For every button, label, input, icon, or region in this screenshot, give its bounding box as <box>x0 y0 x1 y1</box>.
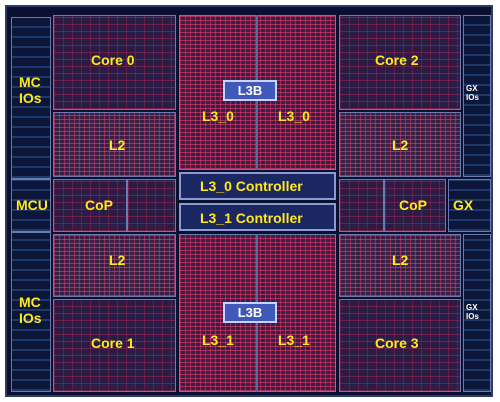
l3-1-controller-label: L3_1 Controller <box>200 210 303 226</box>
cop-left-label: CoP <box>85 197 113 213</box>
l3b-bottom-box: L3B <box>223 302 277 323</box>
mc-ios-bottom-line2: IOs <box>19 310 42 326</box>
l3-1-left-label: L3_1 <box>202 332 234 348</box>
mc-ios-bottom-label: MC IOs <box>19 294 42 326</box>
core-0-block <box>53 15 176 110</box>
l2-top-left-label: L2 <box>109 137 126 153</box>
gx-ios-top-line2: IOs <box>466 93 479 102</box>
cop-right-label: CoP <box>399 197 427 213</box>
cop-right-gap-block <box>339 179 384 232</box>
gx-ios-top-block <box>463 15 491 177</box>
l3-1-right-label: L3_1 <box>278 332 310 348</box>
mc-ios-top-line1: MC <box>19 74 41 90</box>
mc-ios-bottom-line1: MC <box>19 294 41 310</box>
l3b-top-box: L3B <box>223 80 277 101</box>
gx-ios-bottom-block <box>463 234 491 392</box>
core-3-block <box>339 299 461 392</box>
l2-bottom-right-block <box>339 234 461 297</box>
l2-bottom-right-label: L2 <box>392 252 409 268</box>
gx-ios-top-line1: GX <box>466 84 478 93</box>
mc-ios-top-label: MC IOs <box>19 74 42 106</box>
l3-0-controller-block <box>179 172 336 200</box>
l2-top-right-block <box>339 112 461 177</box>
mcu-block <box>11 179 51 232</box>
core-2-label: Core 2 <box>375 52 419 68</box>
gx-ios-bottom-label: GX IOs <box>466 303 479 321</box>
l2-top-left-block <box>53 112 176 177</box>
core-1-block <box>53 299 176 392</box>
gx-block <box>448 179 491 232</box>
l2-bottom-left-label: L2 <box>109 252 126 268</box>
l3-0-left-label: L3_0 <box>202 108 234 124</box>
l3-0-right-label: L3_0 <box>278 108 310 124</box>
cop-left-gap-block <box>127 179 176 232</box>
l3-0-controller-label: L3_0 Controller <box>200 178 303 194</box>
l2-top-right-label: L2 <box>392 137 409 153</box>
core-1-label: Core 1 <box>91 335 135 351</box>
core-0-label: Core 0 <box>91 52 135 68</box>
cop-left-block <box>53 179 127 232</box>
mcu-label: MCU <box>16 197 48 213</box>
gx-ios-bottom-line1: GX <box>466 303 478 312</box>
l2-bottom-left-block <box>53 234 176 297</box>
mc-ios-top-block <box>11 17 51 179</box>
chip-die: L3B L3B Core 0 Core 2 Core 1 Core 3 L2 L… <box>5 5 493 397</box>
core-3-label: Core 3 <box>375 335 419 351</box>
l3-1-controller-block <box>179 203 336 231</box>
mc-ios-top-line2: IOs <box>19 90 42 106</box>
gx-ios-bottom-line2: IOs <box>466 312 479 321</box>
gx-ios-top-label: GX IOs <box>466 84 479 102</box>
mc-ios-bottom-block <box>11 232 51 392</box>
core-2-block <box>339 15 461 110</box>
cop-right-block <box>384 179 446 232</box>
gx-label: GX <box>453 197 474 213</box>
